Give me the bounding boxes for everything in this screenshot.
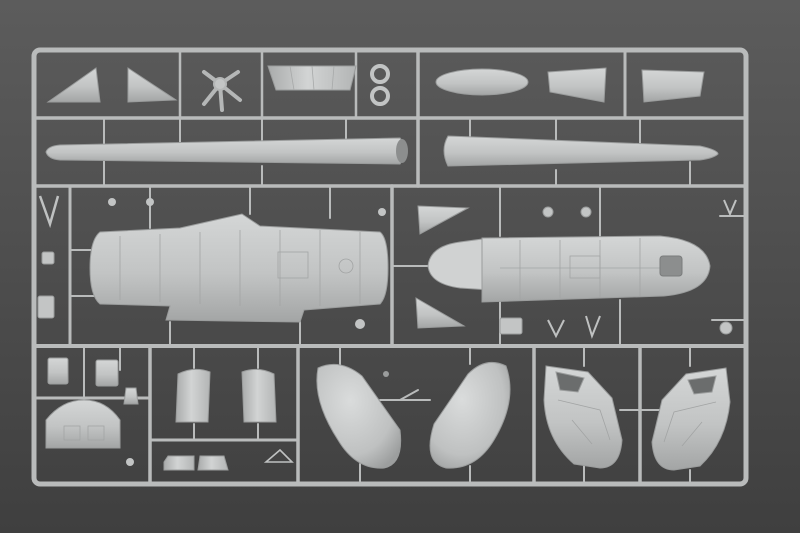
part-stabilizer-left: [547, 67, 607, 103]
part-engine-pod-right: [429, 361, 511, 469]
part-canopy-right: [651, 367, 731, 471]
part-fuselage-floor: [89, 213, 389, 323]
part-rings: [370, 64, 390, 106]
part-small-right: [499, 199, 737, 335]
part-small-left-column: [37, 195, 60, 319]
row4-lower-parts: [45, 357, 731, 471]
part-rotor-blade-right: [443, 135, 719, 167]
part-triangle-top: [417, 205, 470, 235]
part-block-2: [95, 359, 119, 387]
part-fuel-tank: [435, 68, 529, 96]
part-seat-right: [197, 455, 229, 471]
row2-rotor-blades: [45, 135, 719, 167]
part-block-1: [47, 357, 69, 385]
part-rotor-hub: [202, 70, 242, 112]
part-bulkhead: [45, 399, 121, 449]
part-tripods: [547, 315, 601, 340]
part-engine-pod-left: [316, 363, 402, 469]
part-stabilizer-right: [641, 69, 705, 103]
sprue-outer-frame: [31, 47, 749, 487]
part-hatch: [267, 65, 357, 91]
row1-parts: [46, 64, 705, 112]
part-canopy-left: [543, 365, 623, 469]
part-door-right: [241, 368, 277, 423]
row3-fuselage: [37, 195, 737, 340]
part-fin-right: [127, 67, 178, 103]
sprue-frame: [31, 47, 749, 487]
part-fuselage-floor-right: [481, 235, 711, 303]
part-triangle-bottom: [415, 297, 466, 329]
part-door-left: [175, 368, 211, 423]
part-seat-left: [163, 455, 195, 471]
part-fin-left: [46, 67, 101, 103]
